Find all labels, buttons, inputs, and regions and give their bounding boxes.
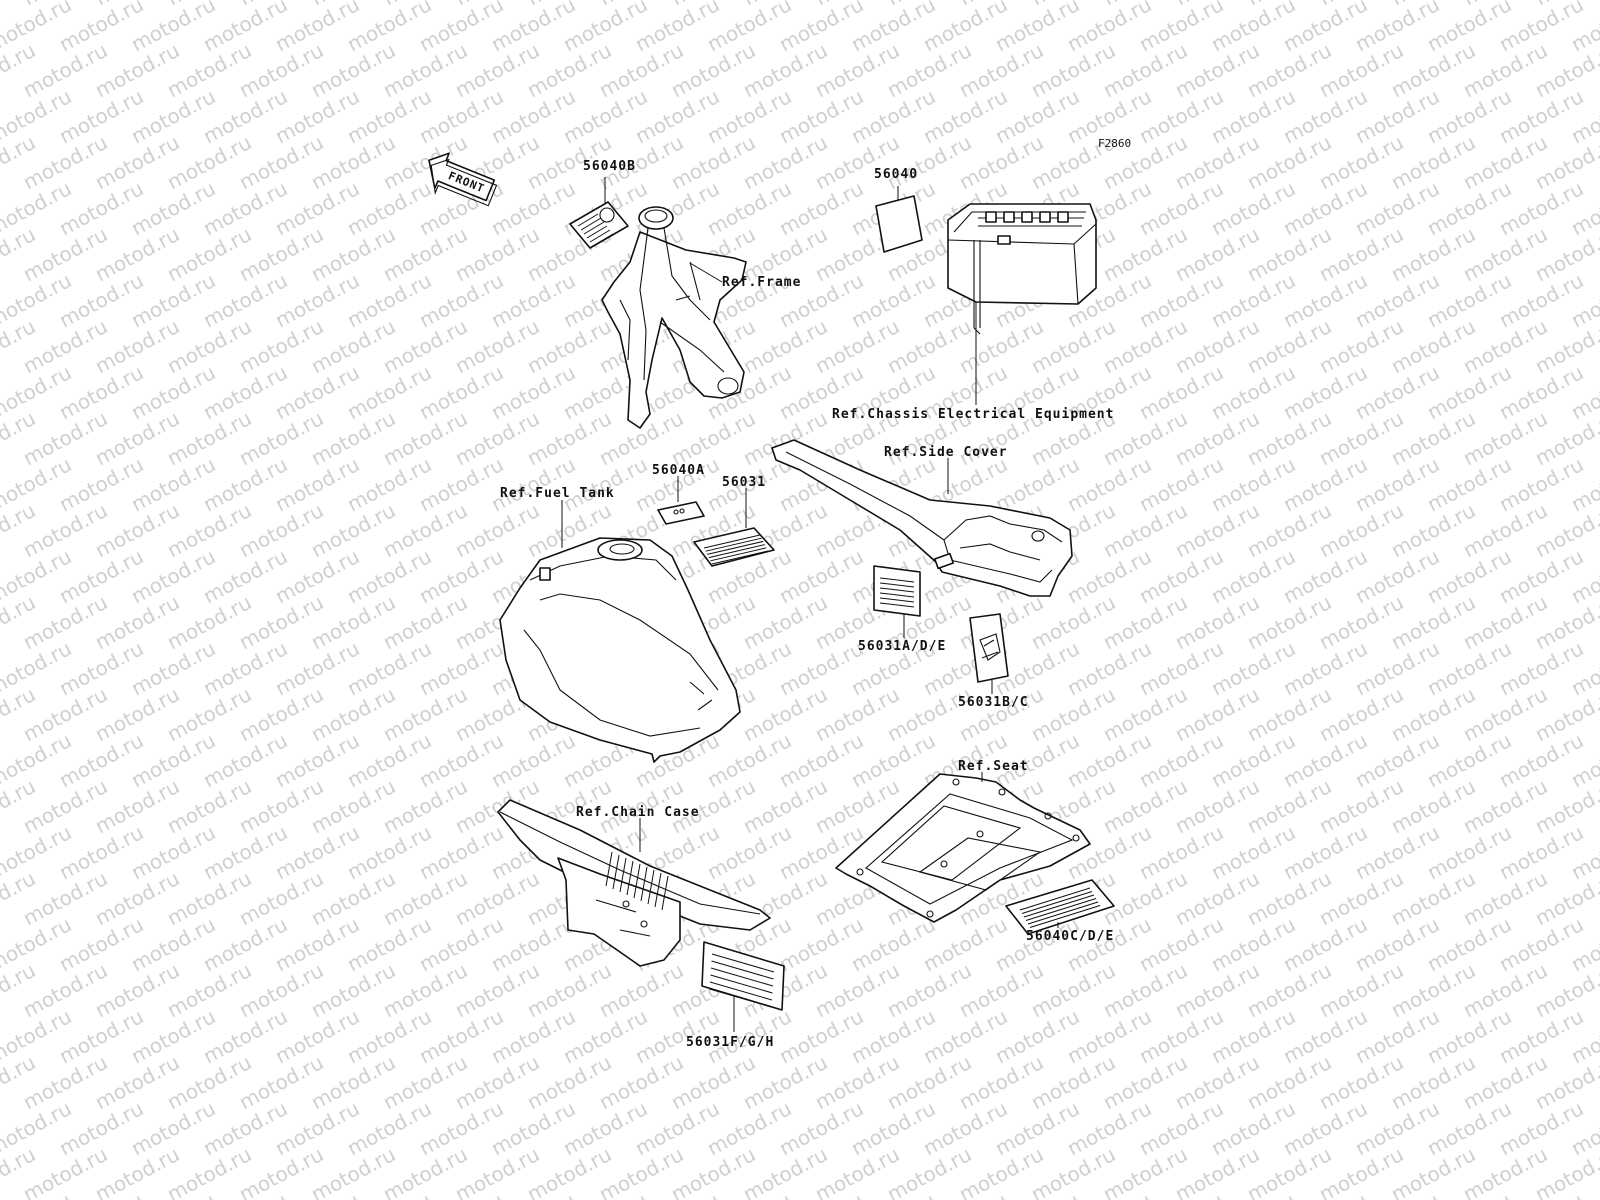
part-56040: 56040 — [874, 167, 918, 182]
label-line — [879, 577, 915, 583]
bellows-rib — [619, 857, 627, 893]
ref-chain-case-label: Ref.Chain Case — [576, 805, 700, 820]
label-56040A — [657, 476, 705, 525]
chain-case-drawing — [497, 799, 771, 967]
label-56031FGH — [701, 941, 785, 1032]
label-line — [586, 225, 608, 239]
label-line — [580, 217, 602, 231]
part-56031ADE: 56031A/D/E — [858, 639, 946, 654]
label-56031ADE-lines — [879, 577, 915, 608]
label-line — [709, 988, 772, 1008]
ref-side-cover-label: Ref.Side Cover — [884, 445, 1008, 460]
label-line — [710, 974, 773, 994]
bellows-rib — [647, 869, 655, 905]
front-arrow-icon: FRONT — [428, 152, 498, 207]
label-line — [705, 537, 762, 552]
label-line — [709, 981, 773, 1001]
part-56040CDE: 56040C/D/E — [1026, 929, 1114, 944]
label-56031FGH-lines — [709, 953, 775, 1008]
bellows-rib — [612, 854, 620, 890]
part-56031BC: 56031B/C — [958, 695, 1029, 710]
label-56031ADE — [873, 565, 921, 638]
seat-plate-drawing — [835, 772, 1091, 923]
bellows-rib — [640, 866, 648, 902]
label-line — [1019, 887, 1091, 911]
label-56031BC — [969, 613, 1009, 694]
part-56040B: 56040B — [583, 159, 636, 174]
label-line — [710, 967, 774, 987]
ref-frame-label: Ref.Frame — [722, 275, 801, 290]
bellows-rib — [626, 860, 634, 896]
label-line — [879, 582, 915, 588]
bellows-rib — [661, 875, 669, 911]
label-line — [589, 229, 611, 243]
label-line — [1029, 905, 1101, 928]
label-56040B-lines — [577, 213, 614, 247]
fuel-tank-drawing — [499, 500, 741, 763]
label-line — [879, 587, 915, 593]
frame-drawing — [601, 206, 747, 429]
label-line — [711, 960, 774, 980]
label-line — [583, 221, 605, 235]
label-56040CDE-lines — [1019, 887, 1101, 928]
label-line — [707, 540, 764, 555]
bellows-rib — [654, 872, 662, 908]
label-line — [1021, 891, 1093, 914]
label-line — [879, 597, 915, 603]
label-line — [592, 233, 614, 247]
label-line — [708, 544, 765, 559]
label-line — [879, 602, 915, 608]
label-line — [711, 550, 769, 565]
label-56031-lines — [703, 534, 769, 565]
label-56040CDE — [1005, 879, 1115, 935]
part-56031: 56031 — [722, 475, 766, 490]
label-line — [711, 953, 775, 973]
battery-drawing — [947, 203, 1097, 405]
label-line — [710, 547, 767, 562]
label-line — [703, 534, 761, 549]
part-56031FGH: 56031F/G/H — [686, 1035, 774, 1050]
part-56040A: 56040A — [652, 463, 705, 478]
label-line — [879, 592, 915, 598]
battery-cells — [985, 211, 1069, 223]
diagram-code: F2860 — [1098, 137, 1131, 150]
side-cover-drawing — [771, 439, 1073, 597]
ref-chassis-electrical-label: Ref.Chassis Electrical Equipment — [832, 407, 1114, 422]
label-56040B — [569, 177, 629, 249]
label-line — [1023, 894, 1095, 918]
bellows-rib — [605, 851, 613, 887]
label-56040 — [875, 186, 923, 253]
ref-fuel-tank-label: Ref.Fuel Tank — [500, 486, 615, 501]
label-line — [577, 213, 599, 227]
label-line — [1025, 898, 1097, 921]
watermark-text: motod.ru — [0, 1188, 3, 1200]
bellows-rib — [633, 863, 641, 899]
label-line — [1027, 901, 1099, 925]
chain-case-bellows — [605, 851, 669, 911]
label-56031 — [693, 488, 775, 567]
ref-seat-label: Ref.Seat — [958, 759, 1029, 774]
